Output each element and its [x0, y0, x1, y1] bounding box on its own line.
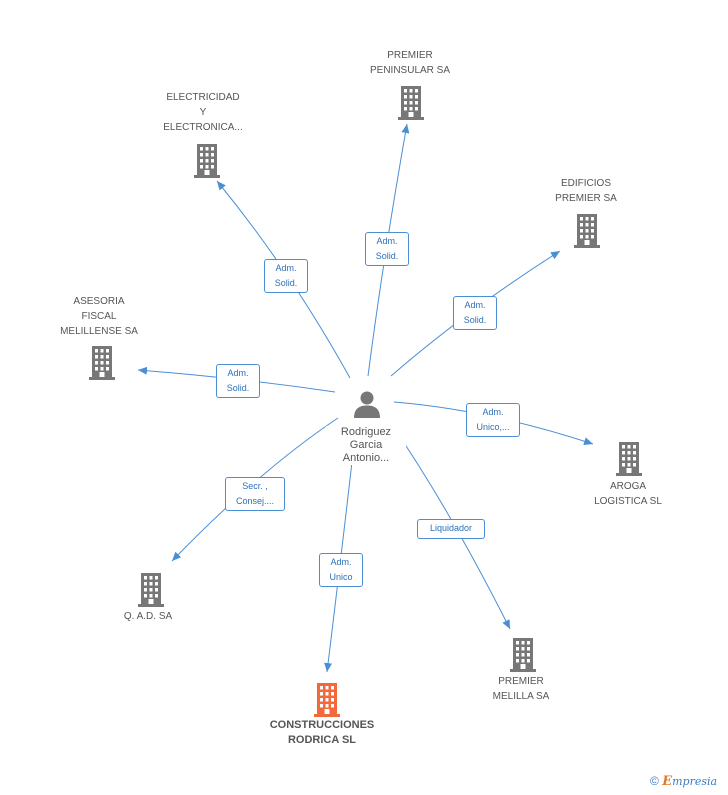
node-label-qad[interactable]: Q. A.D. SA — [123, 611, 173, 622]
role-badge-edificios-premier[interactable]: Adm. Solid. — [453, 296, 497, 330]
role-badge-qad[interactable]: Secr. , Consej.... — [225, 477, 285, 511]
building-icon[interactable] — [192, 142, 222, 178]
building-icon[interactable] — [572, 212, 602, 248]
node-label-aroga-logistica[interactable]: AROGA LOGISTICA SL — [594, 481, 662, 507]
building-icon[interactable] — [508, 636, 538, 672]
role-badge-premier-melilla[interactable]: Liquidador — [417, 519, 485, 539]
empresia-logo: Empresia — [662, 774, 718, 789]
person-icon[interactable] — [352, 389, 382, 419]
role-badge-asesoria-fiscal[interactable]: Adm. Solid. — [216, 364, 260, 398]
node-label-electricidad[interactable]: ELECTRICIDAD Y ELECTRONICA... — [163, 92, 243, 133]
building-icon[interactable] — [396, 84, 426, 120]
role-badge-premier-peninsular[interactable]: Adm. Solid. — [365, 232, 409, 266]
node-label-asesoria-fiscal[interactable]: ASESORIA FISCAL MELILLENSE SA — [60, 296, 138, 337]
copyright-icon: © — [650, 774, 659, 788]
node-label-premier-peninsular[interactable]: PREMIER PENINSULAR SA — [369, 50, 451, 76]
building-icon[interactable] — [87, 344, 117, 380]
role-badge-construcciones-rodrica[interactable]: Adm. Unico — [319, 553, 363, 587]
node-label-edificios-premier[interactable]: EDIFICIOS PREMIER SA — [555, 178, 617, 204]
role-badge-aroga-logistica[interactable]: Adm. Unico,... — [466, 403, 520, 437]
node-label-premier-melilla[interactable]: PREMIER MELILLA SA — [492, 676, 550, 702]
role-badge-electricidad[interactable]: Adm. Solid. — [264, 259, 308, 293]
building-icon[interactable] — [312, 681, 342, 717]
empresia-footer: © Empresia — [650, 774, 717, 789]
center-person-name[interactable]: Rodriguez Garcia Antonio... — [326, 426, 406, 465]
building-icon[interactable] — [136, 571, 166, 607]
node-label-construcciones-rodrica[interactable]: CONSTRUCCIONES RODRICA SL — [269, 719, 375, 746]
building-icon[interactable] — [614, 440, 644, 476]
